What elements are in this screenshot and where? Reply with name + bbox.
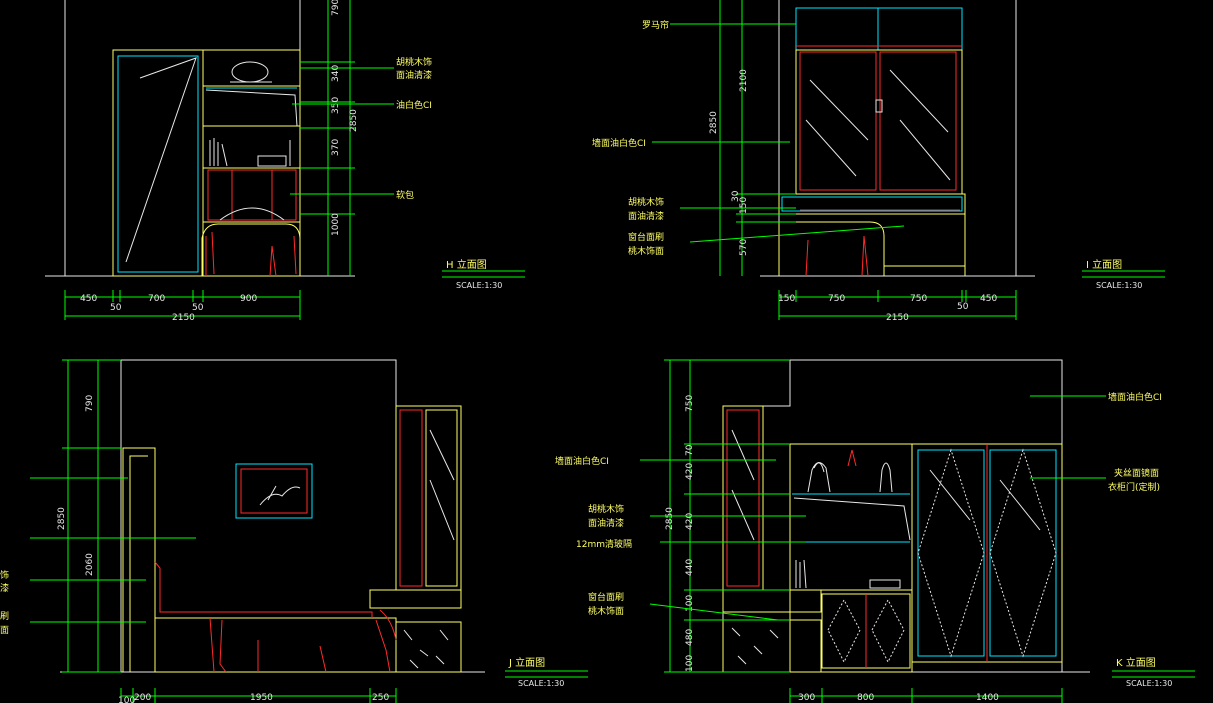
j-vdim-2060: 2060 (85, 553, 95, 576)
i-vdim-570: 570 (739, 239, 749, 256)
h-hdim-450: 450 (80, 294, 97, 304)
j-hdim-250: 250 (372, 693, 389, 703)
i-vdim-30: 30 (731, 190, 741, 202)
h-hdim-900: 900 (240, 294, 257, 304)
i-vdim-2100: 2100 (739, 69, 749, 92)
h-vdim-340: 340 (331, 65, 341, 82)
i-hdim-750a: 750 (828, 294, 845, 304)
i-scale: SCALE:1:30 (1096, 281, 1142, 290)
h-hdim-700: 700 (148, 294, 165, 304)
j-scale: SCALE:1:30 (518, 679, 564, 688)
elevation-h: 790 340 350 370 1000 2850 胡桃木饰 面油清漆 油白色C… (45, 0, 525, 323)
j-vdim-2850: 2850 (57, 507, 67, 530)
k-label-sill: 窗台面刷 (588, 591, 624, 603)
h-label-white-paint: 油白色CI (396, 99, 432, 111)
j-label-walnut: 饰 (0, 569, 9, 581)
h-hdim-50a: 50 (110, 303, 122, 313)
j-hdim-1950: 1950 (250, 693, 273, 703)
i-vdim-150: 150 (739, 197, 749, 214)
h-vdim-1000: 1000 (331, 213, 341, 236)
k-label-veneer: 桃木饰面 (588, 605, 624, 617)
i-hdim-2150: 2150 (886, 313, 909, 323)
j-label-veneer: 面 (0, 625, 9, 636)
k-label-varnish: 面油清漆 (588, 517, 624, 529)
j-label-varnish: 漆 (0, 582, 9, 594)
elevation-i: 2100 2850 30 150 570 罗马帘 墙面油白色CI 胡桃木饰 面油… (592, 0, 1165, 323)
k-vdim-480: 480 (685, 629, 695, 646)
k-title: K 立面图 (1116, 656, 1156, 669)
h-vdim-2850: 2850 (349, 109, 359, 132)
j-hdim-200: 200 (134, 693, 151, 703)
k-vdim-100b: 100 (685, 655, 695, 672)
k-vdim-420b: 420 (685, 513, 695, 530)
elevation-j: 790 2850 2060 饰 漆 刷 面 200 1950 250 100 J… (0, 359, 588, 703)
h-title: H 立面图 (446, 258, 487, 271)
elevation-k: 750 70 420 2850 420 440 100 480 100 墙面油白… (555, 359, 1195, 703)
h-vdim-350: 350 (331, 97, 341, 114)
h-label-varnish: 面油清漆 (396, 69, 432, 81)
k-vdim-70: 70 (685, 444, 695, 456)
k-vdim-2850: 2850 (665, 507, 675, 530)
k-vdim-440: 440 (685, 559, 695, 576)
i-hdim-750b: 750 (910, 294, 927, 304)
i-hdim-50: 50 (957, 302, 969, 312)
i-hdim-150: 150 (778, 294, 795, 304)
h-hdim-50b: 50 (192, 303, 204, 313)
i-label-sill: 窗台面刷 (628, 231, 664, 243)
h-vdim-790: 790 (331, 0, 341, 16)
k-vdim-750: 750 (685, 395, 695, 412)
k-label-wall-white-right: 墙面油白色CI (1108, 391, 1162, 403)
i-label-veneer: 桃木饰面 (628, 245, 664, 257)
j-vdim-790: 790 (85, 395, 95, 412)
k-label-walnut: 胡桃木饰 (588, 503, 624, 515)
i-label-varnish: 面油清漆 (628, 210, 664, 222)
k-label-mirror: 夹丝面镜面 (1114, 467, 1159, 479)
i-title: I 立面图 (1086, 258, 1122, 271)
h-scale: SCALE:1:30 (456, 281, 502, 290)
k-vdim-100a: 100 (685, 595, 695, 612)
j-hdim-100: 100 (118, 696, 135, 703)
h-hdim-2150: 2150 (172, 313, 195, 323)
i-label-wall-white: 墙面油白色CI (592, 137, 646, 149)
h-label-walnut: 胡桃木饰 (396, 56, 432, 68)
i-vdim-2850: 2850 (709, 111, 719, 134)
j-label-sill: 刷 (0, 611, 9, 622)
k-hdim-300: 300 (798, 693, 815, 703)
i-hdim-450: 450 (980, 294, 997, 304)
k-label-wardrobe-door: 衣柜门(定制) (1108, 481, 1160, 493)
i-label-walnut: 胡桃木饰 (628, 196, 664, 208)
i-label-roman-blind: 罗马帘 (642, 19, 669, 31)
k-hdim-1400: 1400 (976, 693, 999, 703)
k-scale: SCALE:1:30 (1126, 679, 1172, 688)
k-label-glass: 12mm清玻隔 (576, 538, 632, 550)
h-label-soft-pack: 软包 (396, 189, 414, 201)
j-title: J 立面图 (508, 656, 545, 669)
h-vdim-370: 370 (331, 139, 341, 156)
k-label-wall-white-left: 墙面油白色CI (555, 455, 609, 467)
k-hdim-800: 800 (857, 693, 874, 703)
k-vdim-420a: 420 (685, 463, 695, 480)
